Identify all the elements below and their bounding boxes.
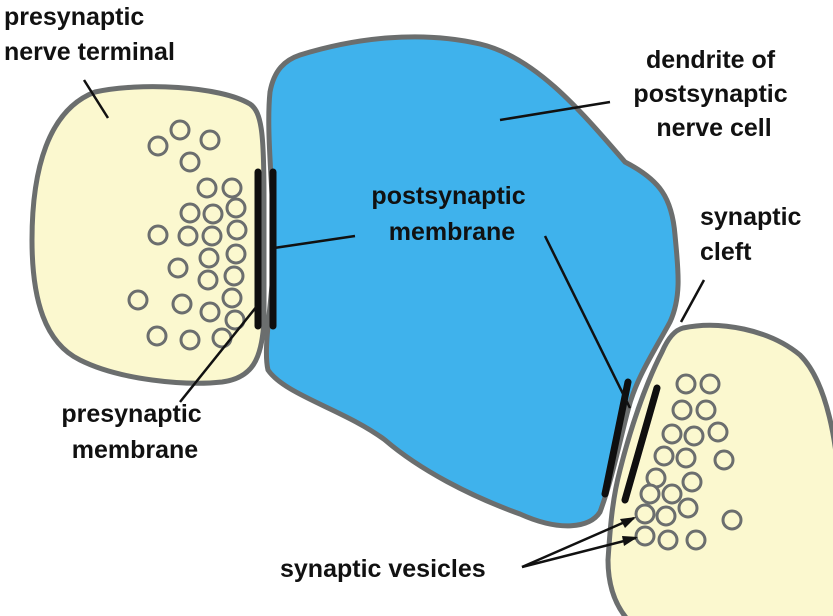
vesicle <box>683 473 701 491</box>
vesicle <box>677 449 695 467</box>
vesicle <box>723 511 741 529</box>
vesicle <box>636 527 654 545</box>
vesicle <box>659 531 677 549</box>
vesicle <box>657 507 675 525</box>
vesicle <box>223 289 241 307</box>
vesicle <box>213 329 231 347</box>
vesicle <box>129 291 147 309</box>
vesicle <box>701 375 719 393</box>
label-cleft-line2: cleft <box>700 238 752 266</box>
vesicle <box>198 179 216 197</box>
label-cleft-line1: synaptic <box>700 203 802 231</box>
vesicle <box>715 451 733 469</box>
vesicle <box>199 271 217 289</box>
vesicle <box>227 199 245 217</box>
vesicle <box>685 427 703 445</box>
vesicle <box>655 447 673 465</box>
vesicle <box>673 401 691 419</box>
label-postsynaptic-line2: membrane <box>389 218 516 246</box>
vesicle <box>173 295 191 313</box>
vesicle <box>181 204 199 222</box>
vesicle <box>203 227 221 245</box>
label-synaptic-cleft: synaptic cleft <box>700 203 808 266</box>
label-dendrite-line2: postsynaptic <box>633 80 787 108</box>
vesicle <box>204 205 222 223</box>
vesicle <box>169 259 187 277</box>
label-postsynaptic-line1: postsynaptic <box>371 182 525 210</box>
vesicle <box>687 531 705 549</box>
vesicle <box>697 401 715 419</box>
vesicle <box>679 499 697 517</box>
label-presynaptic-line1: presynaptic <box>4 3 144 31</box>
label-synaptic-vesicles: synaptic vesicles <box>280 555 486 583</box>
vesicle <box>709 423 727 441</box>
vesicle <box>148 327 166 345</box>
vesicle <box>179 227 197 245</box>
vesicle <box>149 226 167 244</box>
vesicle <box>227 245 245 263</box>
vesicle <box>677 375 695 393</box>
leader-synaptic-cleft <box>681 280 704 322</box>
vesicle <box>228 221 246 239</box>
label-presynaptic-nerve-terminal: presynaptic nerve terminal <box>4 3 175 66</box>
label-presynaptic-membrane: presynaptic membrane <box>61 400 208 464</box>
vesicle <box>663 485 681 503</box>
vesicle <box>636 505 654 523</box>
label-dendrite-line1: dendrite of <box>646 46 776 74</box>
vesicle <box>641 485 659 503</box>
label-dendrite: dendrite of postsynaptic nerve cell <box>633 46 794 142</box>
vesicle <box>200 249 218 267</box>
vesicle <box>171 121 189 139</box>
vesicle <box>181 331 199 349</box>
label-presynaptic-line2: nerve terminal <box>4 38 175 66</box>
label-premembrane-line1: presynaptic <box>61 400 201 428</box>
vesicle <box>201 303 219 321</box>
vesicle <box>223 179 241 197</box>
vesicle <box>201 131 219 149</box>
label-premembrane-line2: membrane <box>72 436 199 464</box>
vesicle <box>225 267 243 285</box>
vesicle <box>149 137 167 155</box>
vesicle <box>663 425 681 443</box>
label-dendrite-line3: nerve cell <box>656 114 771 142</box>
vesicle <box>181 153 199 171</box>
